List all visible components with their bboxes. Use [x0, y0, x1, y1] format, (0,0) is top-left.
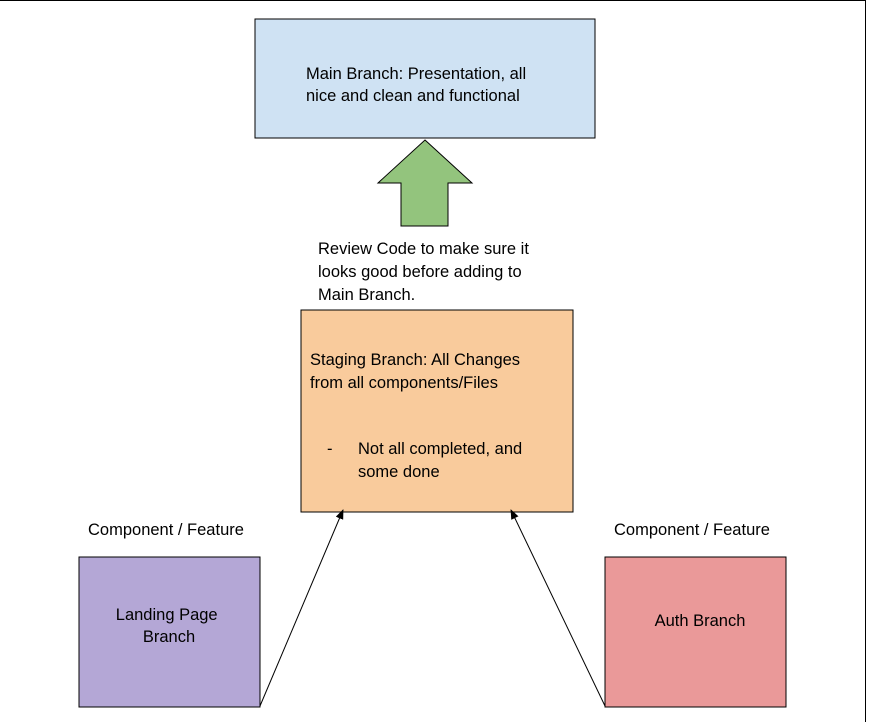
- staging-branch-line-1: Staging Branch: All Changes: [310, 351, 520, 369]
- auth-to-staging-arrow: [510, 509, 606, 707]
- main-branch-box: [254, 18, 596, 139]
- right-component-label: Component / Feature: [614, 521, 770, 539]
- landing-to-staging-arrow: [259, 509, 344, 707]
- review-note-line-2: looks good before adding to: [318, 263, 522, 281]
- staging-branch-box: [300, 309, 574, 513]
- landing-page-branch-line-1: Landing Page: [116, 606, 218, 624]
- left-component-label: Component / Feature: [88, 521, 244, 539]
- main-branch-node: Main Branch: Presentation, all nice and …: [254, 18, 596, 139]
- staging-bullet-line-2: some done: [358, 463, 440, 481]
- auth-branch-node: Auth Branch: [604, 556, 787, 708]
- main-branch-line-1: Main Branch: Presentation, all: [306, 65, 526, 83]
- landing-page-branch-line-2: Branch: [143, 628, 195, 646]
- landing-page-branch-box: [78, 556, 261, 708]
- staging-bullet-marker: -: [327, 440, 333, 458]
- auth-branch-box: [604, 556, 787, 708]
- review-note-line-3: Main Branch.: [318, 286, 415, 304]
- auth-branch-label: Auth Branch: [655, 612, 746, 630]
- review-note: Review Code to make sure it looks good b…: [318, 240, 534, 304]
- staging-branch-node: Staging Branch: All Changes from all com…: [300, 309, 574, 513]
- main-branch-label: Main Branch: Presentation, all nice and …: [306, 65, 531, 105]
- staging-bullet-text: Not all completed, and some done: [358, 440, 527, 481]
- landing-page-branch-node: Landing Page Branch: [78, 556, 261, 708]
- main-branch-line-2: nice and clean and functional: [306, 87, 520, 105]
- staging-branch-label: Staging Branch: All Changes from all com…: [310, 351, 525, 392]
- promote-up-arrow: [376, 139, 474, 227]
- staging-bullet-line-1: Not all completed, and: [358, 440, 522, 458]
- landing-page-branch-label: Landing Page Branch: [116, 606, 222, 646]
- staging-branch-line-2: from all components/Files: [310, 374, 498, 392]
- review-note-line-1: Review Code to make sure it: [318, 240, 529, 258]
